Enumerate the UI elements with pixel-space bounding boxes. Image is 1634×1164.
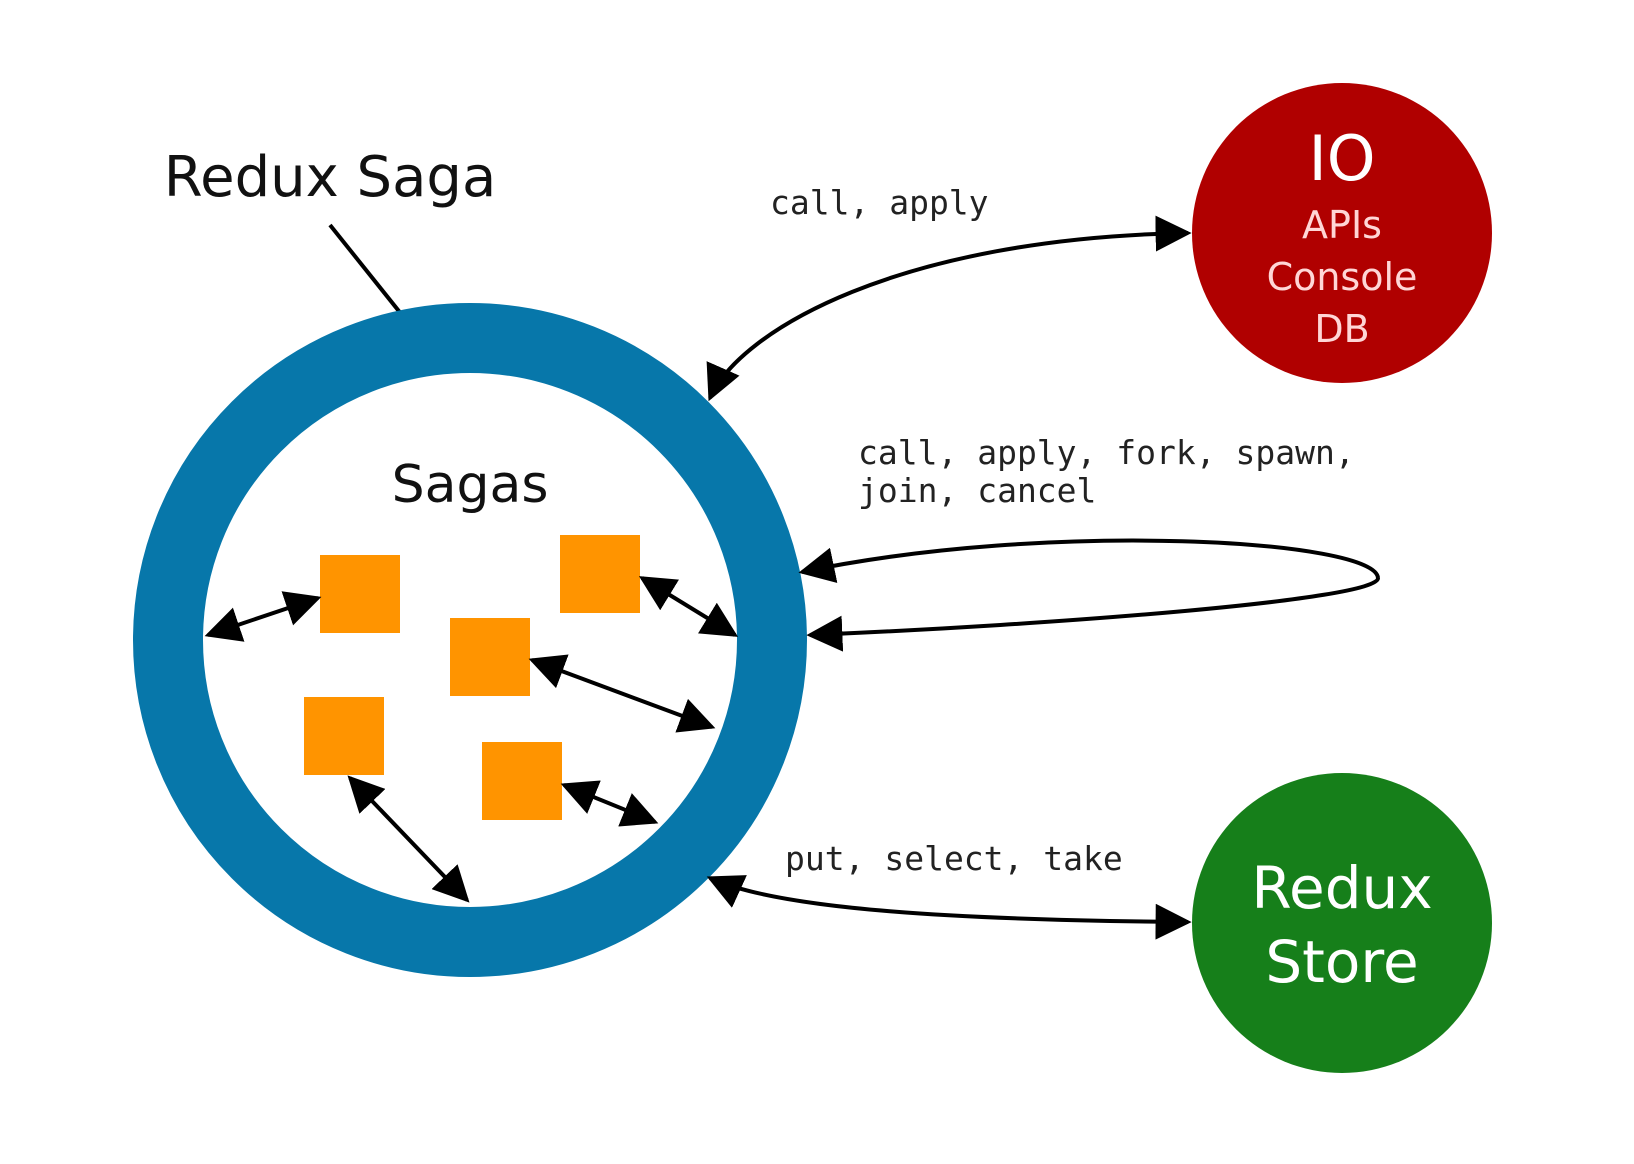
saga-arrow xyxy=(528,654,716,733)
self-loop-label-line: join, cancel xyxy=(858,471,1096,510)
io-edge-label: call, apply xyxy=(770,183,989,222)
saga-box xyxy=(304,697,384,775)
io-node xyxy=(1192,83,1492,383)
io-item: APIs xyxy=(1302,203,1382,247)
store-edge-arrow xyxy=(706,875,1192,940)
sagas-label: Sagas xyxy=(392,455,549,515)
saga-arrow xyxy=(204,591,322,642)
saga-box xyxy=(482,742,562,820)
saga-arrow xyxy=(638,576,739,637)
saga-box xyxy=(320,555,400,633)
diagram-title: Redux Saga xyxy=(164,145,497,210)
io-item: DB xyxy=(1314,307,1369,351)
store-edge-label: put, select, take xyxy=(785,839,1123,878)
redux-store-node xyxy=(1192,773,1492,1073)
saga-arrow xyxy=(560,780,659,827)
saga-box xyxy=(560,535,640,613)
self-loop-label-line: call, apply, fork, spawn, xyxy=(858,433,1355,472)
saga-ring xyxy=(133,303,807,977)
io-edge-arrow xyxy=(706,215,1192,402)
saga-box xyxy=(450,618,530,696)
io-item: Console xyxy=(1267,255,1418,299)
store-label-line: Redux xyxy=(1251,854,1432,922)
io-title: IO xyxy=(1308,122,1375,195)
saga-arrow xyxy=(347,775,470,903)
store-label-line: Store xyxy=(1265,928,1418,996)
self-loop-arrow xyxy=(798,538,1380,652)
